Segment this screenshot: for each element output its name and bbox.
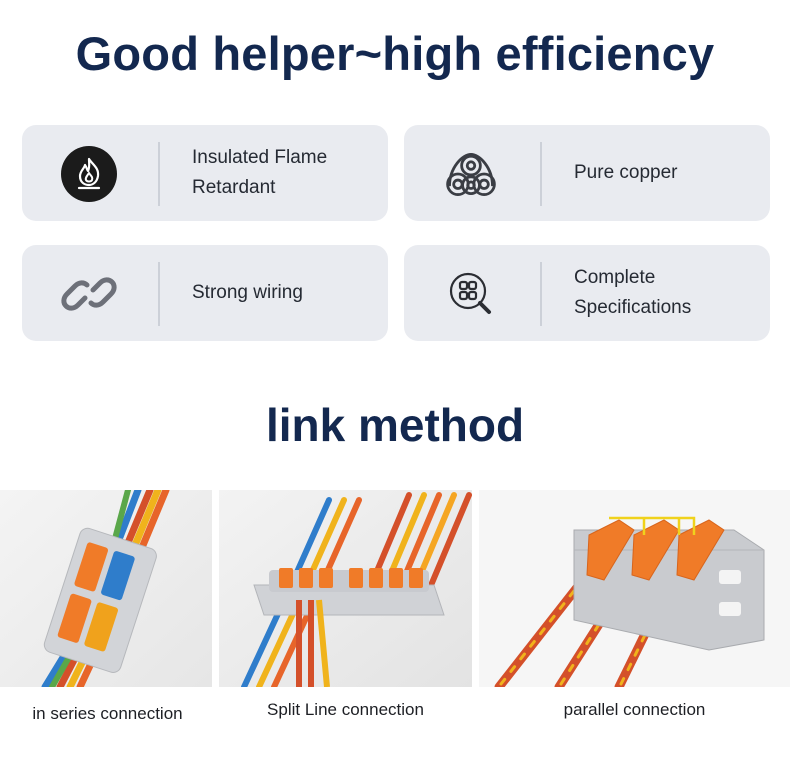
split-line-connection-image <box>219 490 472 687</box>
feature-label: Complete Specifications <box>574 267 692 318</box>
page-title: Good helper~high efficiency <box>75 27 715 80</box>
feature-card-pure-copper: Pure copper <box>404 125 770 221</box>
card-divider <box>158 142 160 206</box>
feature-card-specifications: Complete Specifications <box>404 245 770 341</box>
flame-icon <box>60 145 118 203</box>
feature-label: Pure copper <box>574 162 678 183</box>
link-icon <box>60 265 118 323</box>
caption-parallel-connection: parallel connection <box>563 700 706 719</box>
feature-label: Insulated Flame Retardant <box>192 147 328 198</box>
parallel-connection-image <box>479 490 790 687</box>
series-connection-image <box>0 490 212 687</box>
copper-wire-icon <box>442 145 500 203</box>
feature-card-flame-retardant: Insulated Flame Retardant <box>22 125 388 221</box>
feature-card-strong-wiring: Strong wiring <box>22 245 388 341</box>
feature-label: Strong wiring <box>192 282 303 303</box>
caption-split-line-connection: Split Line connection <box>267 700 424 719</box>
caption-series-connection: in series connection <box>32 704 183 723</box>
specifications-search-icon <box>442 265 500 323</box>
section-title: link method <box>265 399 525 451</box>
card-divider <box>540 262 542 326</box>
card-divider <box>540 142 542 206</box>
card-divider <box>158 262 160 326</box>
